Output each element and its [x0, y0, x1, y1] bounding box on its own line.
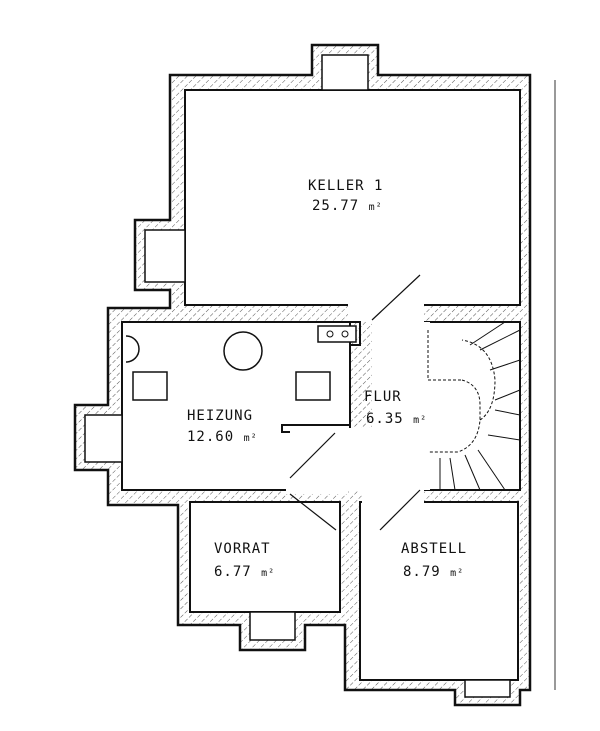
window-vorrat — [249, 611, 296, 641]
window-keller-top — [321, 54, 369, 91]
room-area-flur: 6.35 m² — [366, 411, 427, 427]
door-vorrat — [289, 493, 337, 531]
room-abstell — [359, 501, 519, 681]
room-label-keller: KELLER 1 — [308, 178, 383, 194]
room-label-heizung: HEIZUNG — [187, 408, 253, 424]
tank-box — [295, 371, 331, 401]
room-area-keller: 25.77 m² — [312, 198, 383, 214]
room-label-vorrat: VORRAT — [214, 541, 271, 557]
room-vorrat — [189, 501, 341, 613]
room-keller — [184, 89, 521, 306]
chimney-flues — [317, 325, 357, 343]
window-heizung — [84, 414, 123, 463]
staircase — [427, 321, 521, 491]
door-heizung — [289, 432, 336, 479]
meter-d — [125, 335, 140, 363]
room-flur — [372, 300, 424, 505]
room-area-abstell: 8.79 m² — [403, 564, 464, 580]
room-label-flur: FLUR — [364, 389, 402, 405]
boiler-circle — [223, 331, 263, 371]
room-label-abstell: ABSTELL — [401, 541, 467, 557]
door-keller — [371, 274, 421, 321]
window-abstell — [464, 679, 511, 698]
heater-box — [132, 371, 168, 401]
door-abstell — [379, 489, 421, 531]
room-area-vorrat: 6.77 m² — [214, 564, 275, 580]
room-area-heizung: 12.60 m² — [187, 429, 258, 445]
room-stair — [424, 321, 521, 491]
chimney — [281, 321, 361, 433]
window-keller-left — [144, 229, 186, 283]
